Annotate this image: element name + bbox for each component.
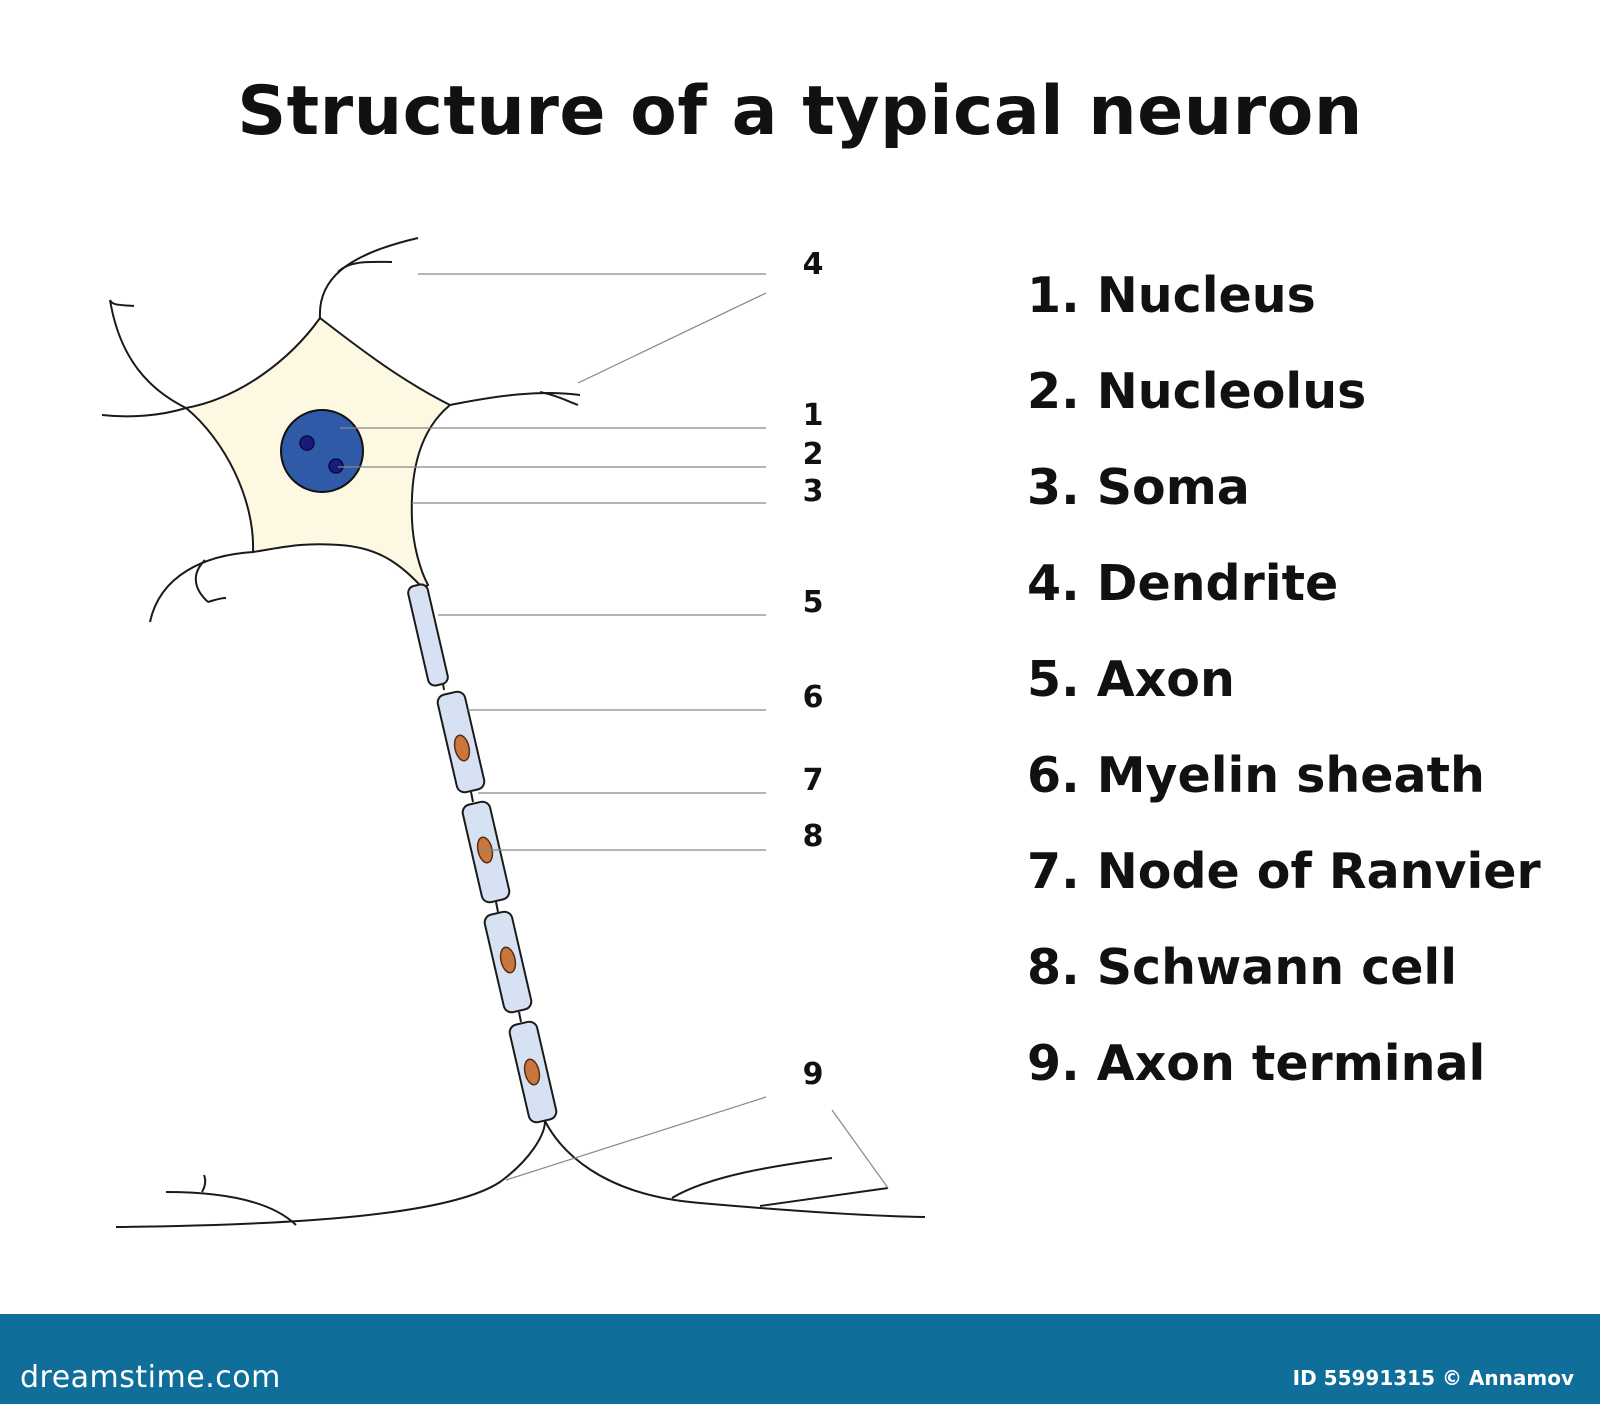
callout-label: 7 (802, 763, 824, 798)
nucleolus (328, 458, 344, 474)
callout-label: 1 (802, 398, 824, 433)
callout-label: 6 (802, 680, 824, 715)
leader-lines (338, 273, 889, 1189)
schwann-cell-nucleus (453, 734, 471, 762)
footer-bar: dreamstime.com ID 55991315 © Annamov (0, 1314, 1600, 1404)
image-credit: ID 55991315 © Annamov (1292, 1366, 1574, 1390)
callout-label: 5 (802, 585, 824, 620)
legend-item: 7. Node of Ranvier (1027, 843, 1541, 900)
neuron-diagram (101, 237, 926, 1228)
callout-label: 8 (802, 819, 824, 854)
legend-item: 3. Soma (1027, 459, 1250, 516)
legend-item: 5. Axon (1027, 651, 1235, 708)
legend-item: 9. Axon terminal (1027, 1035, 1486, 1092)
dendrites (101, 237, 581, 623)
legend-item: 1. Nucleus (1027, 267, 1316, 324)
legend-item: 8. Schwann cell (1027, 939, 1458, 996)
schwann-cell-nucleus (523, 1058, 541, 1086)
legend-item: 6. Myelin sheath (1027, 747, 1485, 804)
axon-terminal (115, 1120, 926, 1228)
legend-item: 4. Dendrite (1027, 555, 1339, 612)
nucleolus (299, 435, 315, 451)
callout-label: 3 (802, 474, 824, 509)
axon-sheath (407, 583, 449, 687)
callout-label: 4 (802, 247, 824, 282)
legend-item: 2. Nucleolus (1027, 363, 1367, 420)
nucleus (280, 409, 364, 493)
schwann-cell-nucleus (499, 946, 517, 974)
callout-label: 2 (802, 437, 824, 472)
nodes-of-ranvier (470, 791, 522, 1023)
callout-label: 9 (802, 1057, 824, 1092)
site-logo[interactable]: dreamstime.com (20, 1360, 281, 1395)
page-title: Structure of a typical neuron (237, 72, 1363, 151)
